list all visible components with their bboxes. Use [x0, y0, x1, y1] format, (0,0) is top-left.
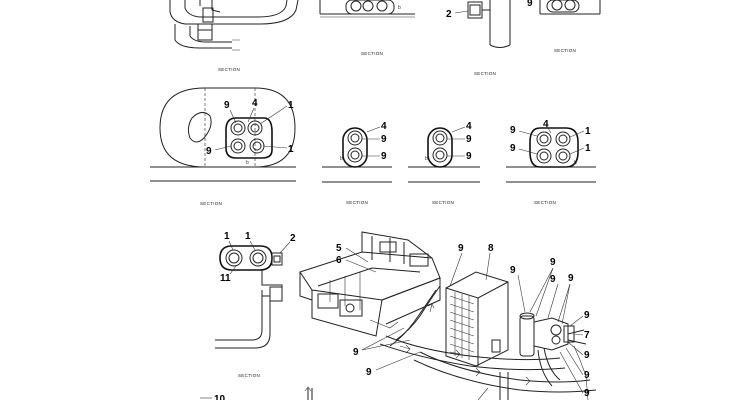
callout-4-a: 4 [252, 98, 258, 109]
callout-4-c: 4 [466, 121, 472, 132]
top-left-hose-view: SECTION [169, 0, 299, 72]
top-mid-bracket-view: 2 SECTION [446, 0, 511, 76]
callout-9-b: 9 [206, 146, 212, 157]
grommet-section-view-3: b 4 9 9 SECTION [408, 121, 480, 205]
callout-9-c: 9 [381, 134, 387, 145]
callout-9-n: 9 [550, 274, 556, 285]
callout-8: 8 [488, 243, 494, 254]
receiver-drier-assembly: 9 9 9 9 9 7 9 9 9 [510, 257, 590, 401]
callout-9-e: 9 [466, 134, 472, 145]
callout-1-a: 1 [288, 100, 294, 111]
callout-9-j: 9 [353, 347, 359, 358]
callout-9-q: 9 [584, 350, 590, 361]
callout-1-f: 1 [245, 231, 251, 242]
callout-9-g: 9 [510, 125, 516, 136]
mark-b-5: b [574, 160, 577, 166]
section-label-9: SECTION [238, 373, 260, 378]
callout-1-d: 1 [585, 143, 591, 154]
mark-b-2: b [246, 160, 249, 166]
callout-9-f: 9 [466, 151, 472, 162]
callout-4-b: 4 [381, 121, 387, 132]
section-label-6: SECTION [346, 200, 368, 205]
callout-9-p: 9 [584, 310, 590, 321]
callout-9-o: 9 [568, 273, 574, 284]
bottom-cropped-parts: 10 [200, 386, 489, 405]
callout-7: 7 [584, 330, 590, 341]
callout-top-right: 9 [527, 0, 533, 9]
callout-9-i: 9 [458, 243, 464, 254]
callout-1-c: 1 [585, 126, 591, 137]
callout-2-top: 2 [446, 9, 452, 20]
callout-1-e: 1 [224, 231, 230, 242]
callout-10: 10 [214, 394, 226, 400]
callout-9-k: 9 [366, 367, 372, 378]
top-center-grommet-view: b SECTION [319, 0, 415, 56]
oval-panel-section-view: b 9 4 1 9 1 SECTION [150, 87, 296, 206]
section-label-3: SECTION [474, 71, 496, 76]
callout-9-d: 9 [381, 151, 387, 162]
top-right-grommet-view: 9 SECTION [527, 0, 601, 53]
callout-11: 11 [220, 273, 231, 284]
condenser-assembly: 9 8 [445, 243, 509, 367]
callout-9-m: 9 [550, 257, 556, 268]
hose-routing: 9 9 [353, 285, 597, 400]
callout-9-l: 9 [510, 265, 516, 276]
section-label-2: SECTION [361, 51, 383, 56]
bracket-section-view: 1 1 2 11 SECTION [215, 231, 296, 378]
callout-9-r: 9 [584, 370, 590, 381]
grommet-section-view-4: b 4 9 9 1 1 SECTION [506, 119, 596, 205]
hvac-unit-assembly: 5 6 [299, 231, 441, 337]
callout-4-d: 4 [543, 119, 549, 130]
callout-1-b: 1 [288, 144, 294, 155]
mark-b-3: b [340, 156, 343, 162]
section-label-7: SECTION [432, 200, 454, 205]
callout-9-s: 9 [584, 388, 590, 399]
mark-b-1: b [398, 5, 401, 11]
callout-9-h: 9 [510, 143, 516, 154]
callout-5: 5 [336, 243, 342, 254]
section-label-4: SECTION [554, 48, 576, 53]
callout-2-b: 2 [290, 233, 296, 244]
section-label-5: SECTION [200, 201, 222, 206]
section-label-8: SECTION [534, 200, 556, 205]
callout-9-a: 9 [224, 100, 230, 111]
section-label-1: SECTION [218, 67, 240, 72]
mark-b-4: b [425, 156, 428, 162]
grommet-section-view-2: b 4 9 9 SECTION [322, 121, 392, 205]
callout-6: 6 [336, 255, 342, 266]
